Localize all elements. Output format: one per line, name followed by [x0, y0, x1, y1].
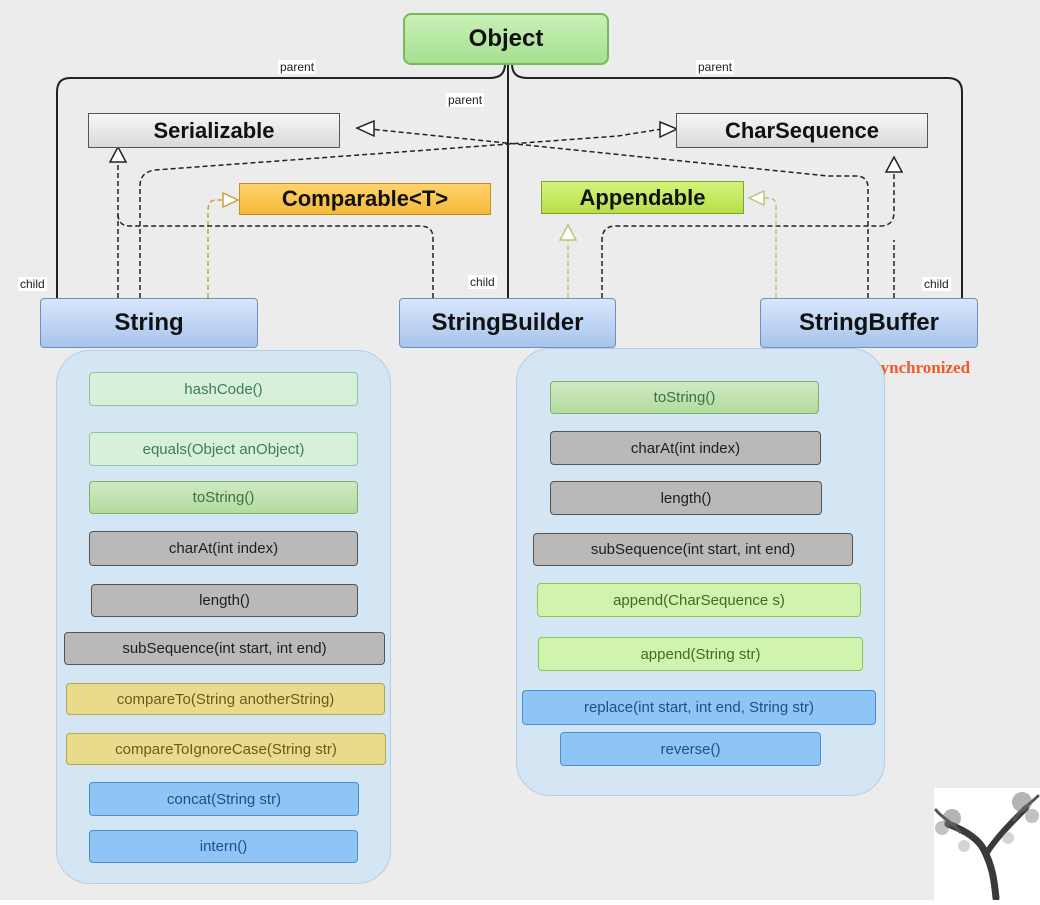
- string-method-comparetoignorecase: compareToIgnoreCase(String str): [66, 733, 386, 765]
- stringbuilder-to-serializable-line: [117, 213, 434, 298]
- comparable-node: Comparable<T>: [239, 183, 491, 215]
- child-label-string: child: [18, 277, 47, 291]
- parent-label-left: parent: [278, 60, 317, 74]
- builder-method-append-charsequence: append(CharSequence s): [537, 583, 861, 617]
- string-comparable-arrowhead: [222, 191, 240, 209]
- string-method-compareto: compareTo(String anotherString): [66, 683, 385, 715]
- parent-label-center: parent: [446, 93, 485, 107]
- builder-methods-panel: [516, 348, 885, 796]
- builder-method-replace: replace(int start, int end, String str): [522, 690, 876, 725]
- appendable-node: Appendable: [541, 181, 744, 214]
- child-label-stringbuffer: child: [922, 277, 951, 291]
- serializable-node: Serializable: [88, 113, 340, 148]
- string-method-equals: equals(Object anObject): [89, 432, 358, 466]
- builder-method-reverse: reverse(): [560, 732, 821, 766]
- tree-y-logo-icon: [934, 788, 1040, 902]
- string-method-subsequence: subSequence(int start, int end): [64, 632, 385, 665]
- string-method-tostring: toString(): [89, 481, 358, 514]
- stringbuffer-appendable-arrowhead: [747, 189, 765, 207]
- stringbuffer-to-serializable-line: [359, 127, 869, 298]
- string-to-charsequence-line: [139, 128, 663, 298]
- parent-label-right: parent: [696, 60, 735, 74]
- object-node: Object: [403, 13, 609, 65]
- string-method-concat: concat(String str): [89, 782, 359, 816]
- child-label-stringbuilder: child: [468, 275, 497, 289]
- charsequence-arrowhead: [884, 155, 904, 173]
- stringbuffer-class-node: StringBuffer: [760, 298, 978, 348]
- string-method-intern: intern(): [89, 830, 358, 863]
- stringbuffer-to-appendable-line: [764, 197, 777, 298]
- builder-method-length: length(): [550, 481, 822, 515]
- string-method-length: length(): [91, 584, 358, 617]
- stringbuilder-appendable-arrowhead: [558, 223, 578, 241]
- string-method-charat: charAt(int index): [89, 531, 358, 566]
- string-method-hashcode: hashCode(): [89, 372, 358, 406]
- builder-method-subsequence: subSequence(int start, int end): [533, 533, 853, 566]
- synchronized-note: synchronized: [874, 358, 971, 377]
- string-to-comparable-line: [207, 199, 222, 298]
- stringbuilder-class-node: StringBuilder: [399, 298, 616, 348]
- object-to-string-line: [56, 63, 506, 298]
- builder-method-tostring: toString(): [550, 381, 819, 414]
- builder-method-append-string: append(String str): [538, 637, 863, 671]
- builder-method-charat: charAt(int index): [550, 431, 821, 465]
- string-charsequence-arrowhead: [659, 120, 679, 139]
- stringbuilder-to-charsequence-line: [601, 172, 895, 298]
- stringbuffer-serializable-arrowhead: [355, 119, 375, 138]
- string-serializable-arrowhead: [108, 145, 128, 163]
- charsequence-node: CharSequence: [676, 113, 928, 148]
- object-to-stringbuffer-line: [511, 63, 963, 298]
- string-class-node: String: [40, 298, 258, 348]
